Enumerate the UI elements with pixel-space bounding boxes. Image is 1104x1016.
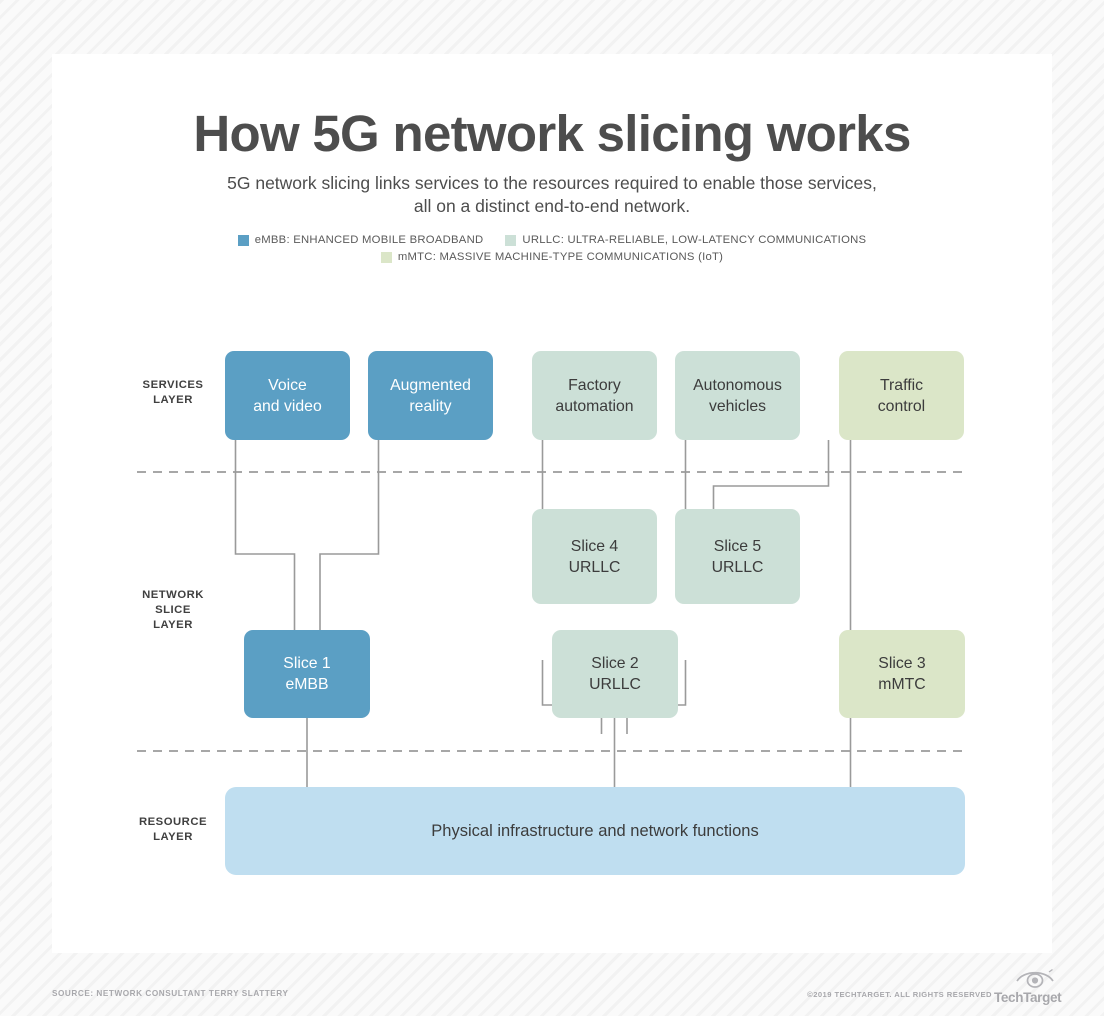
slice-line-1: Slice 5 [713, 537, 762, 555]
resource-layer-bar[interactable]: Physical infrastructure and network func… [225, 787, 965, 875]
subtitle-line-2: all on a distinct end-to-end network. [413, 196, 691, 216]
service-node-traffic-control[interactable]: Traffic control [839, 351, 964, 440]
legend-swatch-embb [237, 234, 249, 246]
service-line-1: Traffic [879, 376, 923, 394]
legend-row-1: eMBB: ENHANCED MOBILE BROADBAND URLLC: U… [52, 234, 1052, 246]
slice-node-slice-4-text: Slice 4 URLLC [569, 536, 621, 578]
slice-node-slice-1[interactable]: Slice 1 eMBB [244, 630, 370, 718]
service-line-1: Augmented [390, 376, 471, 394]
slice-line-1: Slice 2 [591, 655, 639, 672]
link-traffic-control-slice-5 [712, 440, 830, 513]
layer-label-resource-line-2: LAYER [153, 831, 193, 843]
service-node-voice-and-video[interactable]: Voice and video [225, 351, 350, 440]
slice-line-2: eMBB [285, 676, 329, 693]
layer-label-resource: RESOURCE LAYER [118, 815, 228, 845]
link-voice-and-video-slice-1 [234, 440, 296, 634]
legend-item-embb: eMBB: ENHANCED MOBILE BROADBAND [237, 234, 484, 246]
link-augmented-reality-slice-1 [319, 440, 380, 634]
service-node-augmented-reality[interactable]: Augmented reality [368, 351, 493, 440]
service-line-1: Factory [568, 376, 621, 394]
legend-label-embb: eMBB: ENHANCED MOBILE BROADBAND [254, 234, 484, 246]
slice-node-slice-2[interactable]: Slice 2 URLLC [552, 630, 678, 718]
slice-node-slice-5-text: Slice 5 URLLC [712, 536, 764, 578]
slice-line-1: Slice 4 [570, 537, 619, 555]
layer-label-network-slice-line-1: NETWORK [142, 589, 204, 601]
resource-layer-label: Physical infrastructure and network func… [431, 821, 759, 840]
page-title: How 5G network slicing works [193, 105, 911, 162]
service-line-1: Voice [268, 376, 307, 394]
infographic-card: How 5G network slicing works 5G network … [52, 54, 1052, 953]
service-line-2: reality [409, 397, 452, 415]
legend-label-urllc: URLLC: ULTRA-RELIABLE, LOW-LATENCY COMMU… [522, 234, 867, 246]
legend-item-urllc: URLLC: ULTRA-RELIABLE, LOW-LATENCY COMMU… [505, 234, 866, 246]
techtarget-wordmark: TechTarget [994, 990, 1062, 1005]
service-node-factory-automation[interactable]: Factory automation [532, 351, 657, 440]
source-credit: SOURCE: NETWORK CONSULTANT TERRY SLATTER… [52, 989, 289, 998]
slice-line-1: Slice 1 [283, 655, 331, 672]
service-node-factory-automation-text: Factory automation [555, 375, 633, 417]
legend-row-2: mMTC: MASSIVE MACHINE-TYPE COMMUNICATION… [52, 251, 1052, 263]
service-node-autonomous-vehicles-text: Autonomous vehicles [693, 375, 782, 417]
service-line-1: Autonomous [693, 376, 782, 394]
copyright-notice: ©2019 TECHTARGET. ALL RIGHTS RESERVED [807, 990, 992, 999]
service-line-2: control [877, 397, 926, 415]
legend-label-mmtc: mMTC: MASSIVE MACHINE-TYPE COMMUNICATION… [397, 251, 724, 263]
slice-node-slice-3-text: Slice 3 mMTC [878, 653, 925, 695]
slice-node-slice-5[interactable]: Slice 5 URLLC [675, 509, 800, 604]
slice-line-2: URLLC [711, 558, 764, 576]
service-node-voice-and-video-text: Voice and video [253, 375, 322, 417]
service-node-augmented-reality-text: Augmented reality [390, 375, 471, 417]
eye-icon [1016, 968, 1054, 988]
slice-line-2: URLLC [589, 676, 641, 693]
techtarget-logo: TechTarget [994, 968, 1062, 1006]
service-node-autonomous-vehicles[interactable]: Autonomous vehicles [675, 351, 800, 440]
layer-label-network-slice: NETWORK SLICE LAYER [118, 588, 228, 633]
slice-line-1: Slice 3 [878, 655, 926, 672]
legend-swatch-urllc [505, 234, 517, 246]
slice-node-slice-1-text: Slice 1 eMBB [283, 653, 330, 695]
service-node-traffic-control-text: Traffic control [878, 375, 925, 417]
service-line-2: automation [555, 397, 634, 415]
layer-label-services: SERVICES LAYER [118, 378, 228, 408]
slice-line-2: mMTC [878, 676, 926, 693]
slice-node-slice-4[interactable]: Slice 4 URLLC [532, 509, 657, 604]
layer-label-services-line-2: LAYER [153, 394, 193, 406]
layer-label-network-slice-line-2: SLICE [155, 604, 191, 616]
slice-node-slice-2-text: Slice 2 URLLC [589, 653, 641, 695]
subtitle-line-1: 5G network slicing links services to the… [227, 173, 877, 193]
diagram: SERVICES LAYER NETWORK SLICE LAYER RESOU… [52, 54, 1052, 953]
layer-label-resource-line-1: RESOURCE [138, 816, 208, 828]
layer-label-network-slice-line-3: LAYER [153, 619, 193, 631]
slice-node-slice-3[interactable]: Slice 3 mMTC [839, 630, 965, 718]
legend-swatch-mmtc [380, 251, 392, 263]
service-line-2: vehicles [708, 397, 767, 415]
legend-item-mmtc: mMTC: MASSIVE MACHINE-TYPE COMMUNICATION… [380, 251, 724, 263]
service-line-2: and video [253, 397, 322, 415]
page-subtitle: 5G network slicing links services to the… [152, 172, 952, 218]
slice-line-2: URLLC [568, 558, 621, 576]
legend: eMBB: ENHANCED MOBILE BROADBAND URLLC: U… [52, 234, 1052, 268]
layer-label-services-line-1: SERVICES [142, 379, 204, 391]
